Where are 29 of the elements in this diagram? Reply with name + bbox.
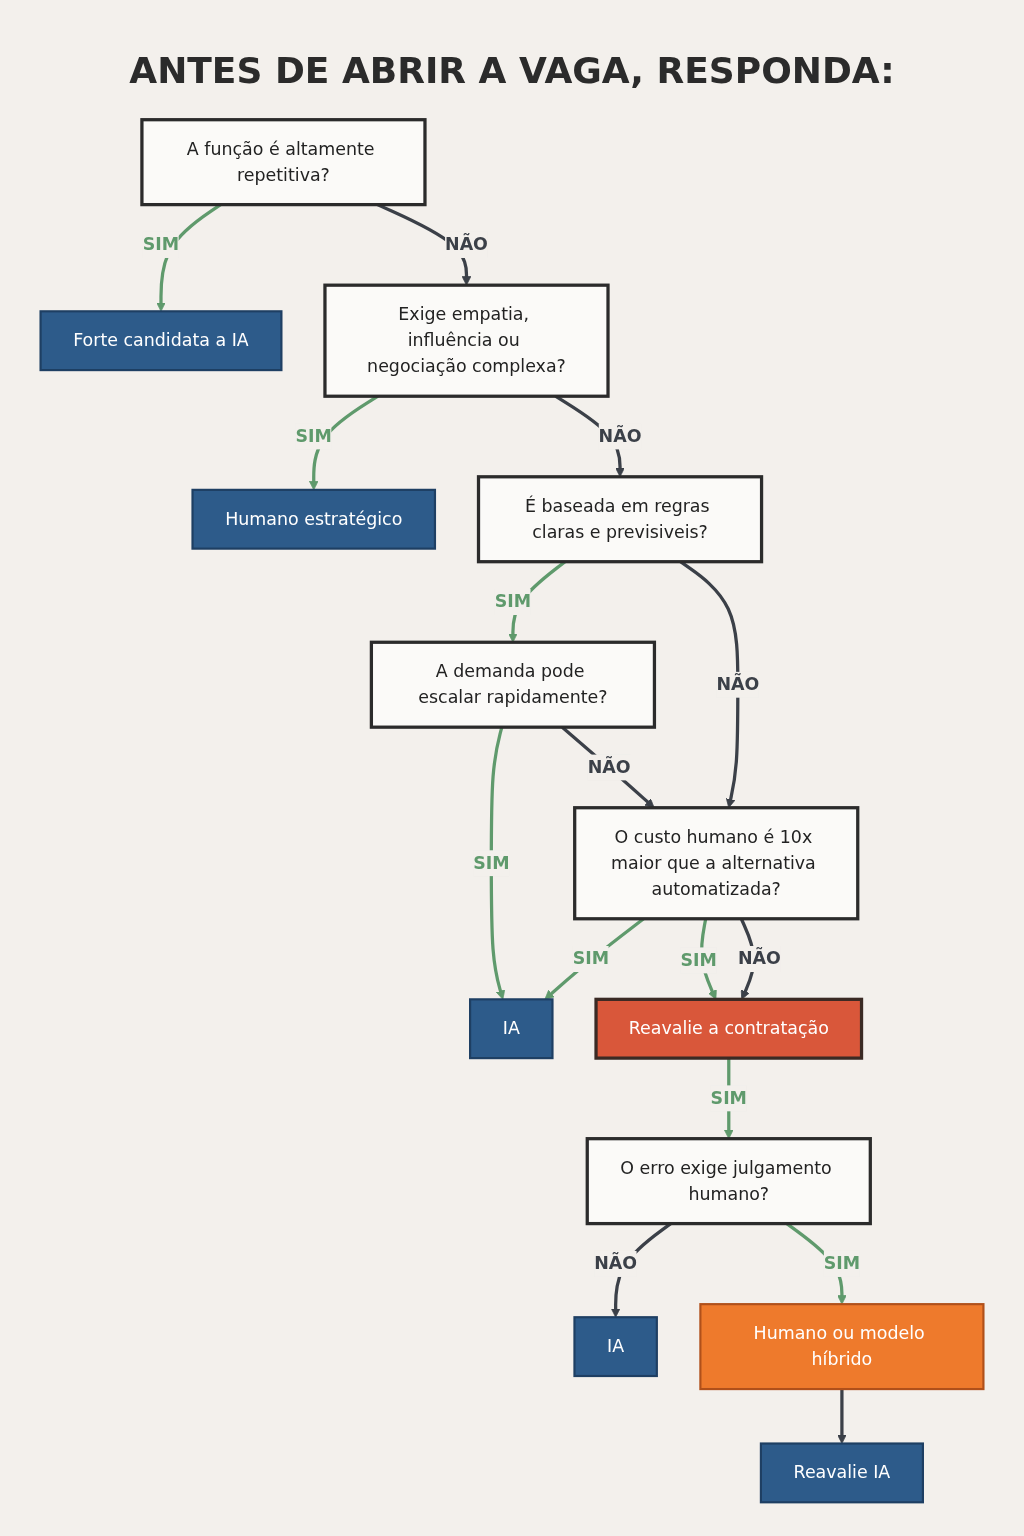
node-box: A demanda pode escalar rapidamente? [369, 640, 657, 729]
node-box: Reavalie IA [759, 1442, 924, 1504]
edge-label: NÃO [587, 756, 631, 778]
edge-label: NÃO [598, 425, 642, 447]
edge-label: SIM [823, 1252, 861, 1274]
edge-label: SIM [494, 591, 532, 612]
edge-label: NÃO [738, 948, 781, 969]
node-box: Humano estratégico [191, 488, 437, 550]
edge-label: NÃO [445, 234, 488, 255]
node-box: O custo humano é 10x maior que a alternativa automatizada? [573, 806, 860, 921]
node-box: Reavalie a contratação [594, 997, 864, 1060]
edge-label: NÃO [716, 673, 760, 695]
node-box: Forte candidata a IA [39, 310, 283, 372]
node-box: É baseada em regras claras e previsiveis? [476, 475, 764, 564]
arrow [837, 1389, 847, 1444]
edge-label: SIM [142, 234, 180, 255]
edge-label: SIM [680, 949, 717, 971]
edge-label: SIM [572, 948, 610, 969]
edge-label: SIM [295, 425, 332, 447]
title: ANTES DE ABRIR A VAGA, RESPONDA: [129, 50, 895, 91]
edge-label: SIM [473, 852, 510, 874]
node-box: Exige empatia, influência ou negociação complexa? [323, 283, 610, 398]
edge-label: NÃO [594, 1252, 638, 1274]
node-box: IA [469, 998, 554, 1060]
node-box: IA [573, 1316, 658, 1378]
node-box: O erro exige julgamento humano? [585, 1137, 872, 1226]
node-box: A função é altamente repetitiva? [140, 118, 427, 207]
edge-label: SIM [710, 1087, 747, 1109]
node-box: Humano ou modelo híbrido [699, 1303, 985, 1391]
